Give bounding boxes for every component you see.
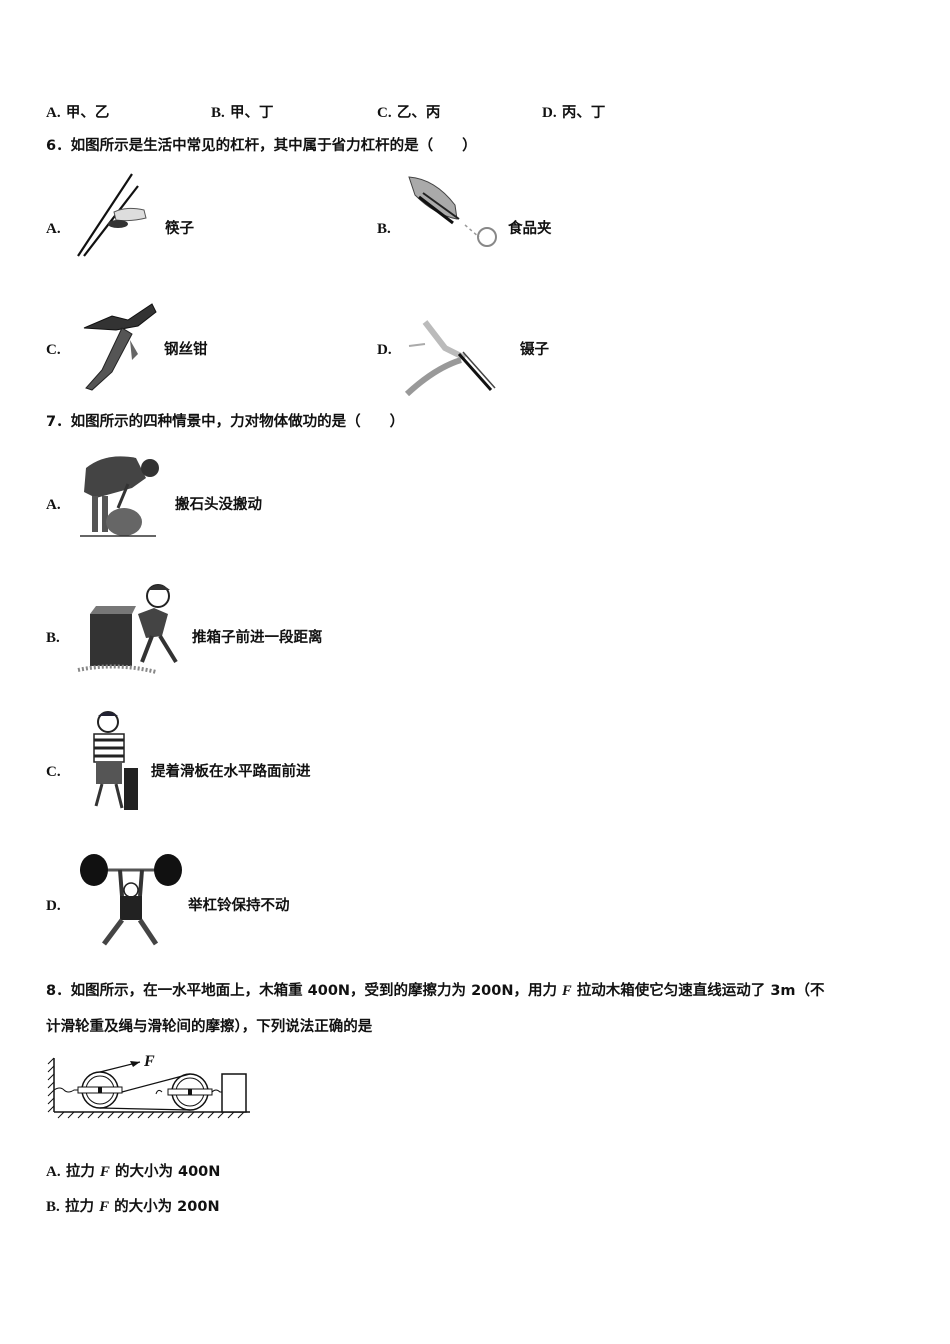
tweezers-image [405, 318, 500, 396]
q7-option-b-label: B. [46, 630, 60, 646]
pulley-diagram: F [44, 1050, 254, 1125]
q6-option-d-caption: 镊子 [520, 342, 549, 358]
lifting-rock-image [76, 448, 171, 540]
q7-stem: 7．如图所示的四种情景中，力对物体做功的是（ ） [46, 414, 405, 430]
option-label: D. [542, 105, 557, 121]
option-label: B. [46, 1199, 60, 1215]
q6-option-c-caption: 钢丝钳 [164, 342, 208, 358]
q5-option-c: C. 乙、丙 [377, 102, 440, 123]
pushing-box-image [76, 580, 188, 676]
q5-option-b: B. 甲、丁 [211, 102, 274, 123]
option-label: A. [46, 105, 61, 121]
q7-option-a-caption: 搬石头没搬动 [175, 497, 262, 513]
option-text: 乙、丙 [396, 105, 441, 121]
q7-option-d-caption: 举杠铃保持不动 [188, 898, 290, 914]
option-text: 丙、丁 [561, 105, 606, 121]
q6-option-b-caption: 食品夹 [508, 221, 552, 237]
option-label: C. [377, 105, 392, 121]
chopsticks-image [74, 172, 154, 258]
option-var: F [99, 1164, 110, 1180]
q7-option-c-label: C. [46, 764, 61, 780]
pliers-image [72, 300, 160, 392]
q6-option-c-label: C. [46, 342, 61, 358]
q7-option-b-caption: 推箱子前进一段距离 [192, 630, 323, 646]
q6-stem: 6．如图所示是生活中常见的杠杆，其中属于省力杠杆的是（ ） [46, 138, 477, 154]
force-label: F [143, 1053, 155, 1070]
option-text: 的大小为 200N [109, 1199, 220, 1215]
q5-option-a: A. 甲、乙 [46, 102, 109, 123]
option-text: 的大小为 400N [109, 1164, 221, 1180]
q6-option-d-label: D. [377, 342, 392, 358]
option-text: 拉力 [65, 1199, 100, 1215]
q6-option-a-caption: 筷子 [165, 221, 194, 237]
option-var: F [99, 1199, 110, 1215]
q5-option-d: D. 丙、丁 [542, 102, 605, 123]
option-label: A. [46, 1164, 61, 1180]
carrying-skateboard-image [80, 710, 148, 820]
option-text: 甲、丁 [230, 105, 274, 121]
q8-stem-part: 8．如图所示，在一水平地面上，木箱重 400N，受到的摩擦力为 200N，用力 [46, 983, 563, 999]
q8-stem-line2: 计滑轮重及绳与滑轮间的摩擦），下列说法正确的是 [46, 1019, 373, 1035]
q8-stem-line1: 8．如图所示，在一水平地面上，木箱重 400N，受到的摩擦力为 200N，用力 … [46, 981, 825, 1001]
q8-option-a: A. 拉力 F 的大小为 400N [46, 1161, 220, 1182]
q8-option-b: B. 拉力 F 的大小为 200N [46, 1196, 220, 1217]
q6-option-a-label: A. [46, 221, 61, 237]
q6-option-b-label: B. [377, 221, 391, 237]
option-text: 拉力 [65, 1164, 100, 1180]
option-text: 甲、乙 [65, 105, 110, 121]
q7-option-a-label: A. [46, 497, 61, 513]
q8-force-variable: F [562, 983, 572, 999]
q8-stem-part: 拉动木箱使它匀速直线运动了 3m（不 [571, 983, 825, 999]
weightlifter-image [76, 850, 184, 950]
q7-option-c-caption: 提着滑板在水平路面前进 [151, 764, 311, 780]
food-tongs-image [405, 175, 500, 263]
option-label: B. [211, 105, 225, 121]
q7-option-d-label: D. [46, 898, 61, 914]
